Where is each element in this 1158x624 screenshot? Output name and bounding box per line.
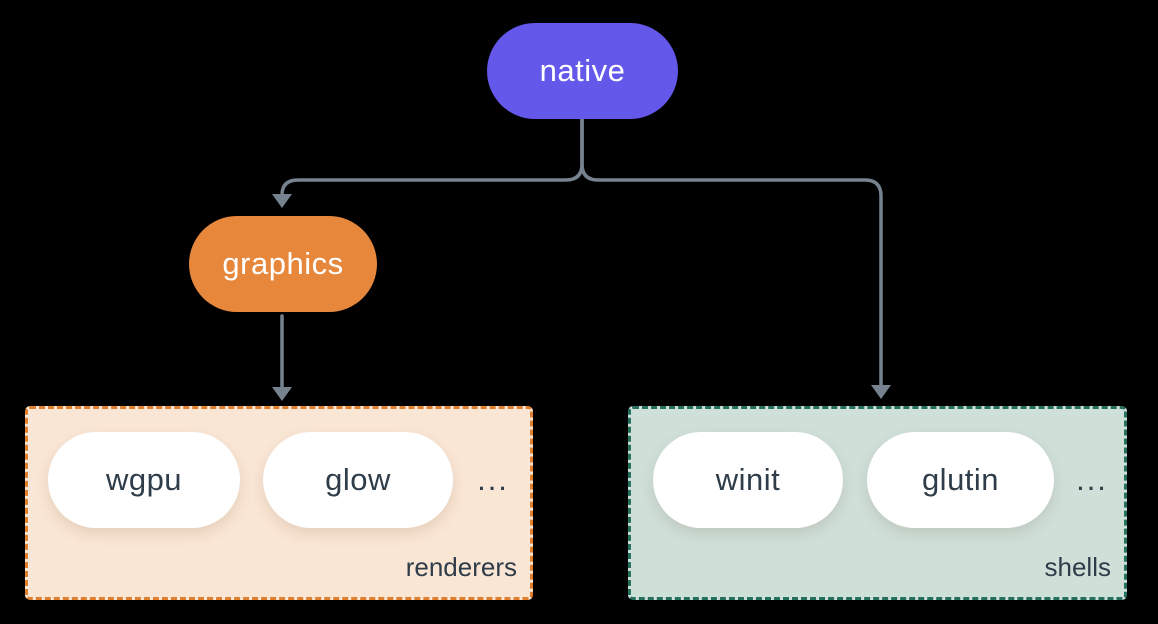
pill-wgpu: wgpu — [48, 432, 240, 528]
pill-glutin-label: glutin — [921, 462, 1000, 497]
ellipsis-shells: ... — [1076, 462, 1108, 497]
group-label-renderers: renderers — [405, 552, 517, 582]
pill-winit: winit — [653, 432, 843, 528]
pill-glow: glow — [263, 432, 453, 528]
connector-native-shells — [580, 116, 883, 388]
node-graphics-label: graphics — [222, 246, 344, 281]
ellipsis-renderers: ... — [477, 462, 509, 497]
node-native-label: native — [539, 53, 626, 88]
group-label-shells: shells — [1044, 552, 1111, 582]
pill-glow-label: glow — [325, 462, 391, 497]
group-renderers: wgpu glow ... renderers — [25, 406, 533, 600]
group-shells: winit glutin ... shells — [628, 406, 1127, 600]
pill-winit-label: winit — [715, 462, 781, 497]
pill-glutin: glutin — [867, 432, 1054, 528]
arrowhead-graphics-icon — [272, 194, 292, 208]
connector-native-graphics — [280, 116, 584, 197]
arrowhead-renderers-icon — [272, 387, 292, 401]
node-graphics: graphics — [189, 216, 377, 312]
arrowhead-shells-icon — [871, 385, 891, 399]
node-native: native — [487, 23, 678, 119]
pill-wgpu-label: wgpu — [105, 462, 183, 497]
